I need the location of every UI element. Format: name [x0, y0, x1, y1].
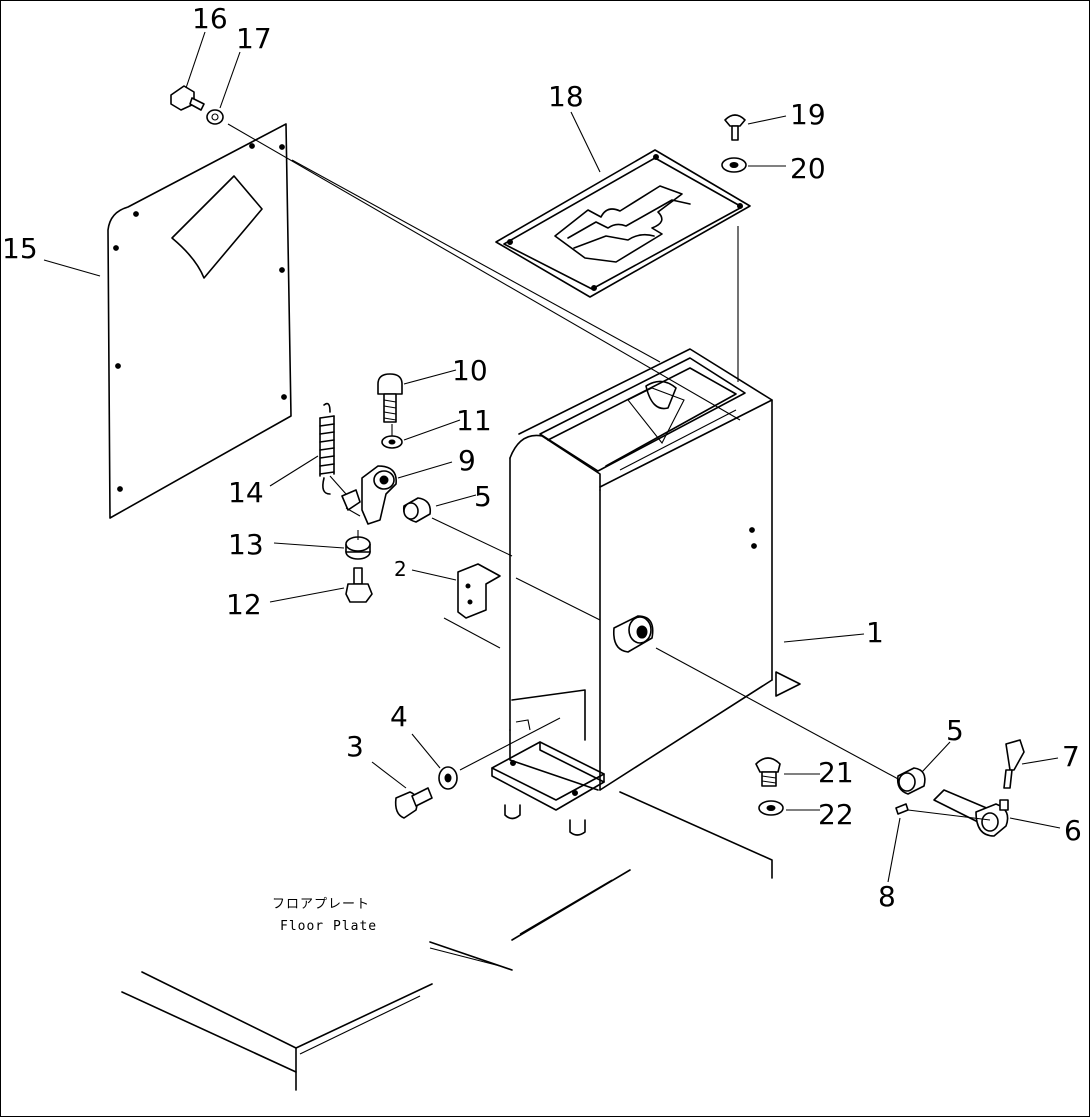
- shaft-6: [933, 789, 1009, 837]
- callout-10: 10: [452, 354, 488, 387]
- callout-7: 7: [1062, 740, 1080, 773]
- callout-12: 12: [226, 588, 262, 621]
- spring-14: [319, 402, 335, 495]
- bolt-10: [377, 373, 403, 423]
- bolt-3: [394, 787, 433, 819]
- callout-20: 20: [790, 152, 826, 185]
- bracket: [457, 563, 501, 619]
- floor-plate-label-jp: フロアプレート: [272, 897, 370, 912]
- callout-9: 9: [458, 444, 476, 477]
- pin-8: [895, 803, 909, 815]
- callout-4: 4: [390, 700, 408, 733]
- callout-17: 17: [236, 22, 272, 55]
- bushing-5-lower: [896, 767, 926, 795]
- callout-3: 3: [346, 730, 364, 763]
- bushing-5-upper: [402, 497, 432, 523]
- bolt-16: [170, 85, 205, 111]
- screw-19: [724, 114, 746, 141]
- callout-13: 13: [228, 528, 264, 561]
- shift-gate-plate: [495, 149, 751, 298]
- screw-21: [755, 757, 781, 787]
- callout-6: 6: [1064, 814, 1082, 847]
- callout-22: 22: [818, 798, 854, 831]
- callout-18: 18: [548, 80, 584, 113]
- callout-21: 21: [818, 756, 854, 789]
- clamp-lever-9: [341, 465, 397, 525]
- callout-1: 1: [866, 616, 884, 649]
- callout-8: 8: [878, 880, 896, 913]
- callout-19: 19: [790, 98, 826, 131]
- leader-lines: [43, 31, 1061, 883]
- nut-13: [345, 536, 371, 560]
- floor-plate-label-en: Floor Plate: [280, 919, 377, 934]
- grease-nipple-7: [1003, 739, 1025, 789]
- cover-plate: [107, 123, 292, 519]
- callout-11: 11: [456, 404, 492, 437]
- callout-5-upper: 5: [474, 480, 492, 513]
- callouts: 1 2 3 4 5 5 6 7 8 9 10 11 12 13 14 15 16…: [2, 2, 1082, 913]
- callout-15: 15: [2, 232, 38, 265]
- floor-plate: [121, 869, 631, 1091]
- callout-16: 16: [192, 2, 228, 35]
- bolt-12: [345, 567, 373, 603]
- callout-14: 14: [228, 476, 264, 509]
- console-body: [491, 348, 801, 879]
- washer-17: [206, 109, 224, 125]
- callout-5-lower: 5: [946, 714, 964, 747]
- callout-2: 2: [394, 557, 407, 581]
